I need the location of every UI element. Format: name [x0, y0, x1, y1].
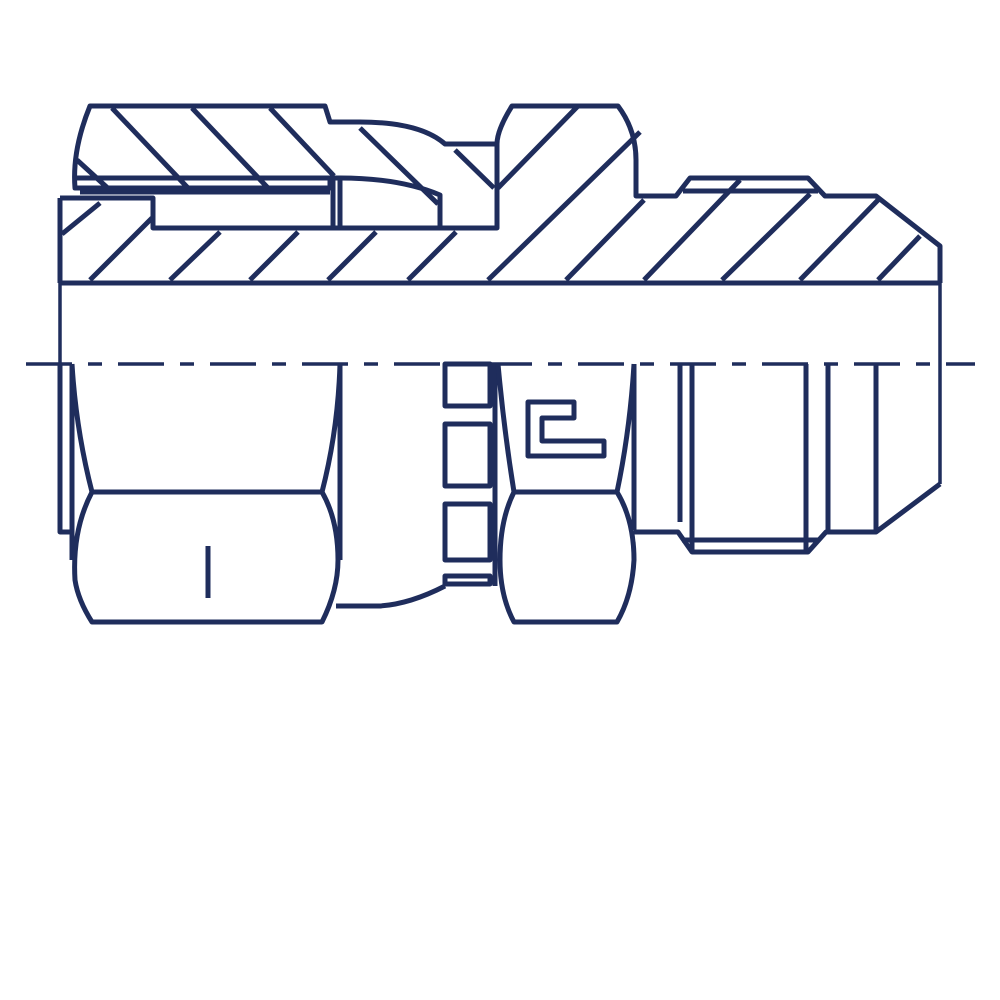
section-view — [57, 103, 943, 286]
logo-mark — [525, 399, 607, 459]
external-view — [57, 361, 942, 625]
nut-hex — [69, 363, 343, 495]
body-hex — [495, 363, 637, 495]
sleeve-section-outline — [60, 195, 497, 231]
body-section-outline — [494, 103, 943, 283]
nut-section-outline — [72, 103, 500, 231]
